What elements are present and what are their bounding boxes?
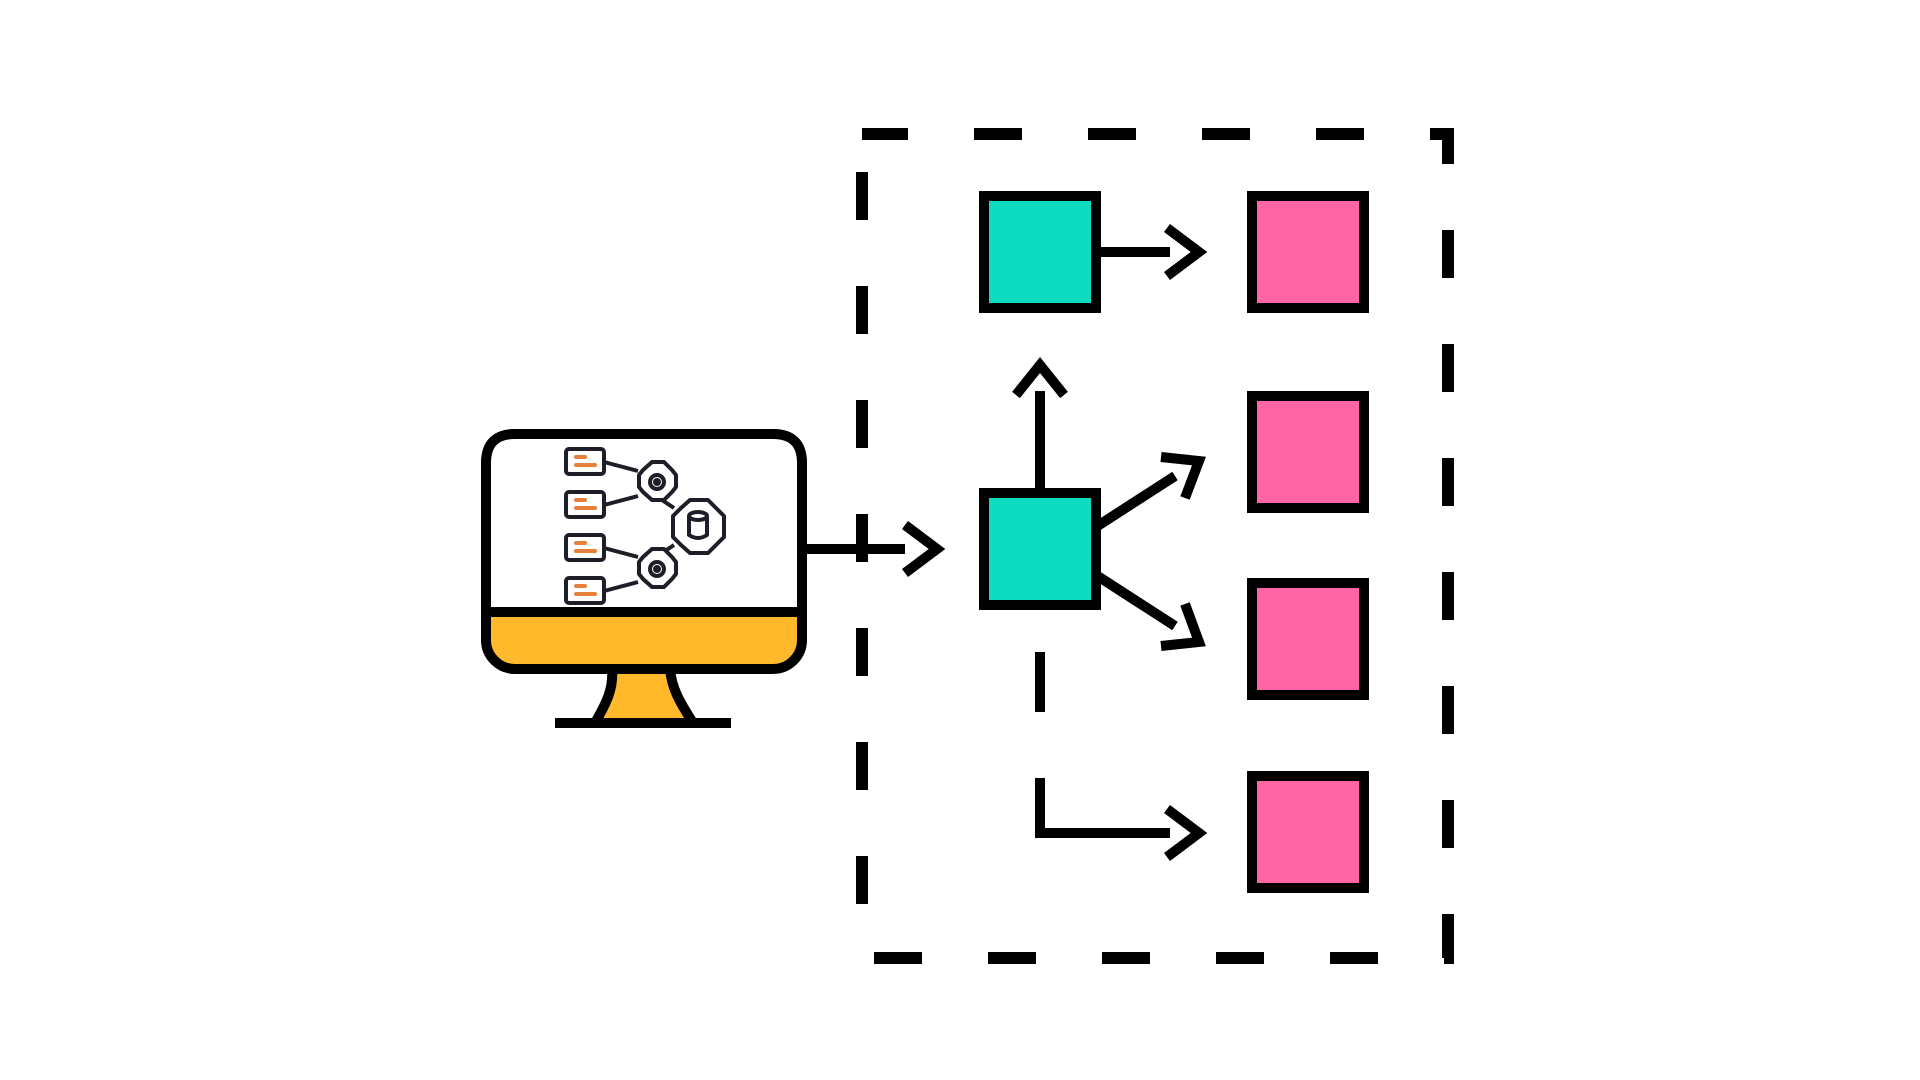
connector-hub-to-target-2 [1093,471,1178,532]
service-links [603,460,676,593]
target-node [1247,578,1369,700]
connector-hub-to-target-4-segment-b [1035,778,1170,838]
connectors [802,224,1208,861]
dashed-container [856,128,1454,964]
arrowhead-hub-top-to-target-1 [1164,224,1208,280]
server-icon [564,533,606,562]
target-node [1247,191,1369,313]
target-node [1247,391,1369,513]
gear-icon [637,547,678,589]
arrowhead-hub-to-target-2 [1160,452,1206,500]
gear-icon [637,460,678,502]
target-node [1247,771,1369,893]
monitor-screen [481,429,807,617]
service-network-icon [564,447,726,605]
arrowhead-hub-to-hub-top [1012,356,1068,399]
database-icon [671,498,726,555]
computer-monitor-icon [481,429,807,728]
hub-node-top [979,191,1101,313]
arrowhead-hub-to-target-4 [1164,805,1208,861]
server-icon [564,447,606,476]
arrowhead-hub-to-target-3 [1160,602,1206,651]
server-icon [564,576,606,605]
connector-hub-to-target-3 [1093,570,1178,631]
arrowhead-source-to-hub [902,521,946,577]
hub-node-center [979,488,1101,610]
monitor-stand [590,664,698,728]
server-icon [564,490,606,519]
